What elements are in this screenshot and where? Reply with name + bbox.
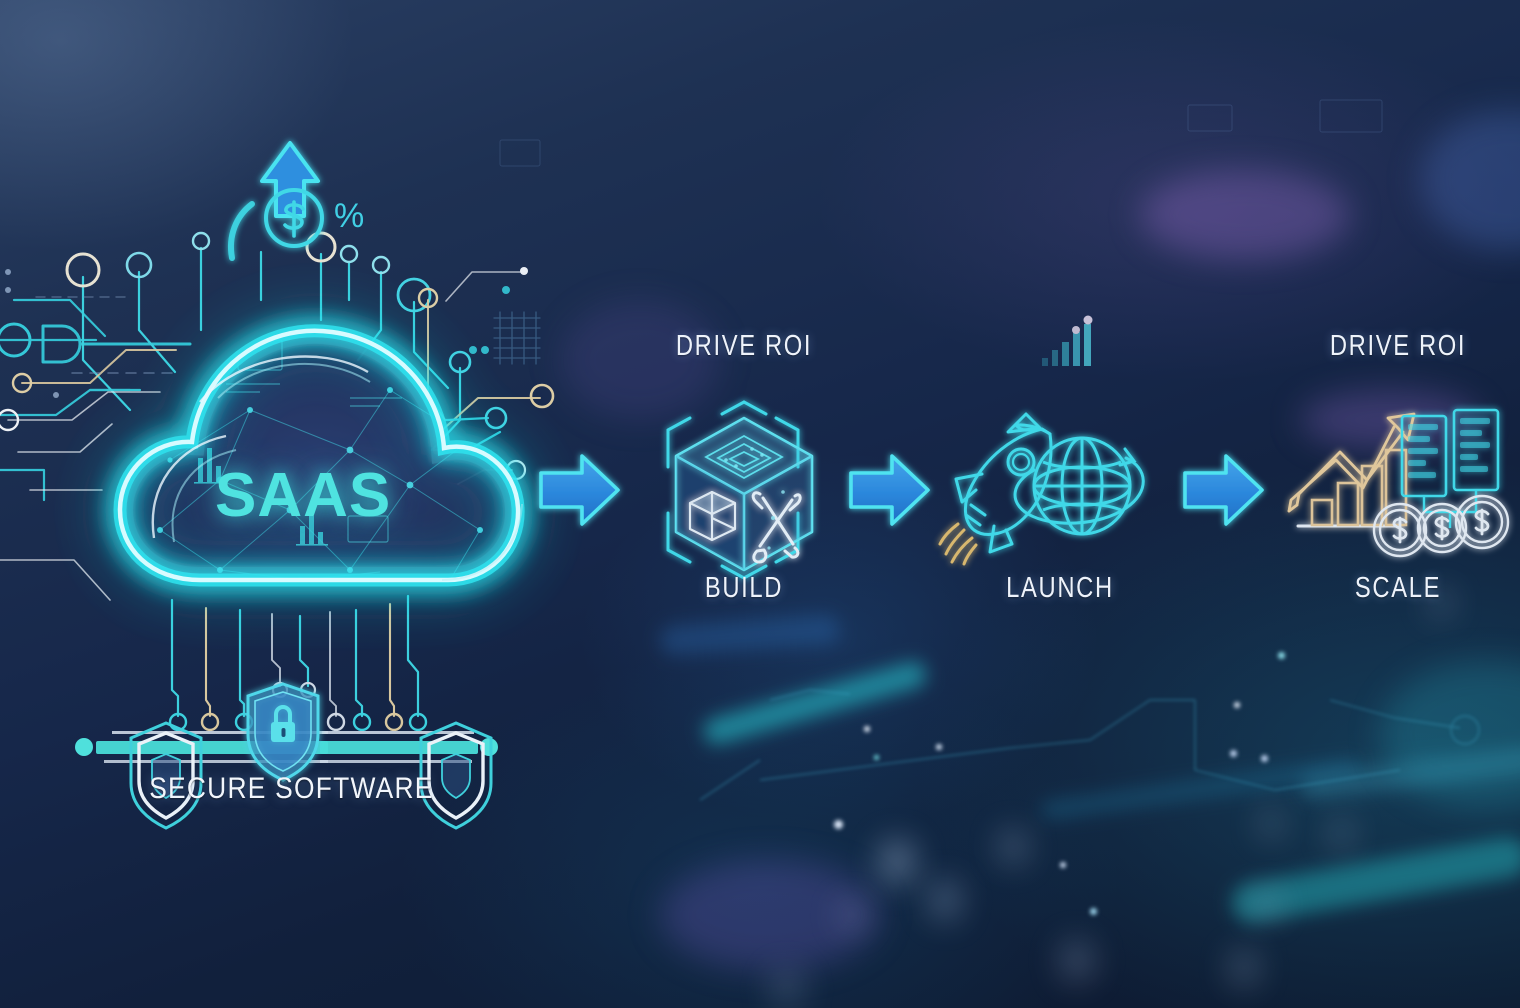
cloud-label-saas: SAAS — [215, 461, 392, 530]
scale-bottom-label: SCALE — [1354, 572, 1442, 604]
build-top-label: DRIVE ROI — [675, 330, 813, 362]
shield-lock-icon — [246, 682, 320, 782]
build-bottom-label: BUILD — [704, 572, 784, 604]
arrow-launch-to-scale — [1183, 454, 1264, 526]
step-launch[interactable]: LAUNCH — [940, 330, 1180, 620]
secure-software-label: SECURE SOFTWARE — [149, 772, 434, 805]
launch-bottom-label: LAUNCH — [1006, 572, 1114, 604]
dollar-coin-icon — [264, 188, 324, 248]
step-build[interactable]: DRIVE ROI BUILD — [624, 330, 864, 620]
scale-top-label: DRIVE ROI — [1329, 330, 1467, 362]
step-scale[interactable]: DRIVE ROI SCALE — [1278, 330, 1518, 620]
arrow-cloud-to-build — [539, 454, 620, 526]
divider-left — [75, 731, 328, 763]
divider-right — [320, 731, 498, 763]
percent-symbol: % — [334, 197, 364, 235]
up-arrow-icon — [260, 141, 320, 218]
